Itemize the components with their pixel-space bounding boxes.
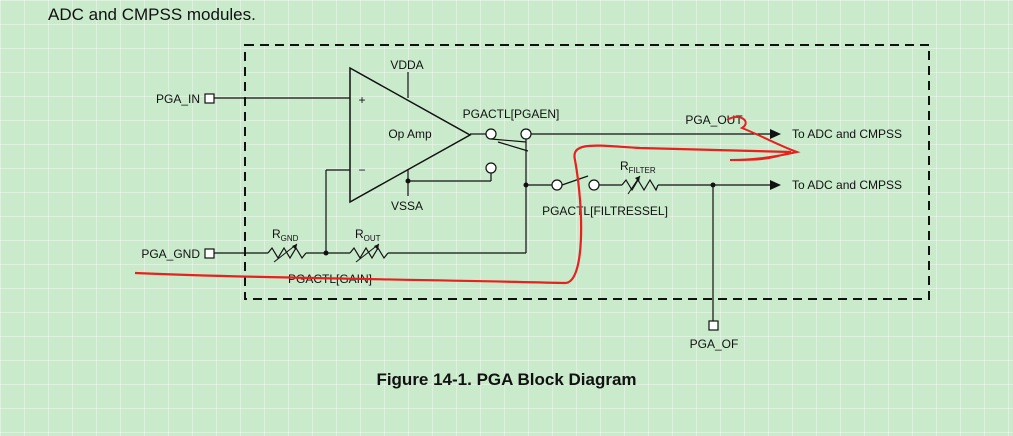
pga-module-boundary <box>244 44 930 300</box>
red-annotation-arrow <box>726 116 801 161</box>
vssa-label: VSSA <box>391 199 423 213</box>
rout-label: ROUT <box>355 227 381 243</box>
pga-gnd-pin-label: PGA_GND <box>141 247 200 261</box>
rgnd-label: RGND <box>272 227 299 243</box>
rfilter-resistor <box>621 178 659 192</box>
pga-in-pin-label: PGA_IN <box>156 92 200 106</box>
pga-out-label: PGA_OUT <box>685 113 743 127</box>
pga-of-pin <box>708 320 719 331</box>
pgaen-control-label: PGACTL[PGAEN] <box>463 107 560 121</box>
filtressel-control-label: PGACTL[FILTRESSEL] <box>542 204 668 218</box>
to-adc-cmpss-1: To ADC and CMPSS <box>792 127 902 141</box>
rfilter-label: RFILTER <box>620 159 656 175</box>
op-amp-label: Op Amp <box>388 127 432 141</box>
filtressel-switch-blade <box>561 175 589 186</box>
red-annotation-path <box>134 144 792 285</box>
rgnd-resistor <box>267 246 307 260</box>
figure-caption: Figure 14-1. PGA Block Diagram <box>376 370 637 389</box>
rout-resistor <box>349 246 389 260</box>
pga-in-pin <box>204 93 215 104</box>
intro-text: ADC and CMPSS modules. <box>48 5 256 24</box>
pgaen-switch-blade <box>490 138 527 143</box>
pga-gnd-pin <box>204 248 215 259</box>
op-amp-output-node <box>485 128 497 140</box>
op-amp-symbol <box>349 66 472 204</box>
op-amp-minus-sign: − <box>358 163 365 177</box>
to-adc-cmpss-2: To ADC and CMPSS <box>792 178 902 192</box>
vdda-label: VDDA <box>390 58 423 72</box>
pga-of-label: PGA_OF <box>690 337 739 351</box>
op-amp-plus-sign: + <box>358 93 365 107</box>
